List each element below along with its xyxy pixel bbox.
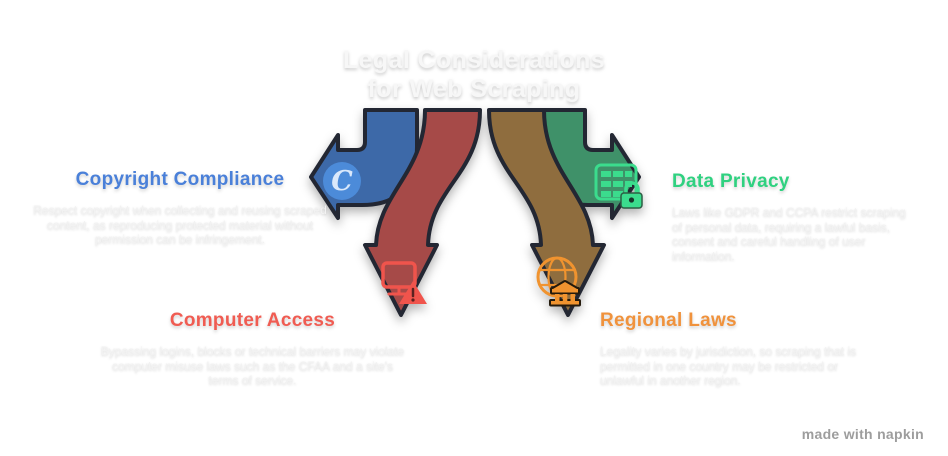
section-regional-laws: Regional Laws Legality varies by jurisdi… (600, 308, 868, 388)
section-heading: Regional Laws (600, 310, 737, 331)
title-line-2: for Web Scraping (367, 75, 581, 103)
section-copyright-compliance: Copyright Compliance Respect copyright w… (28, 167, 332, 247)
svg-text:C: C (331, 166, 353, 197)
arrow-diagram: C (309, 108, 643, 317)
section-heading: Data Privacy (672, 171, 790, 192)
copyright-icon: C (323, 162, 361, 200)
globe-court-icon (536, 256, 581, 307)
arrow-regional (487, 108, 606, 317)
database-lock-icon (594, 163, 643, 209)
title-line-1: Legal Considerations (342, 46, 606, 74)
section-heading: Computer Access (169, 310, 336, 331)
section-data-privacy: Data Privacy Laws like GDPR and CCPA res… (672, 169, 910, 263)
page-title: Legal Considerations for Web Scraping (0, 46, 948, 104)
watermark: made with napkin (801, 426, 924, 442)
section-body: Legality varies by jurisdiction, so scra… (600, 344, 857, 387)
monitor-warning-icon (381, 261, 427, 304)
section-body: Laws like GDPR and CCPA restrict scrapin… (672, 205, 906, 263)
section-heading: Copyright Compliance (75, 169, 285, 190)
section-computer-access: Computer Access Bypassing logins, blocks… (100, 308, 405, 388)
section-body: Bypassing logins, blocks or technical ba… (100, 344, 405, 387)
section-body: Respect copyright when collecting and re… (33, 203, 327, 246)
